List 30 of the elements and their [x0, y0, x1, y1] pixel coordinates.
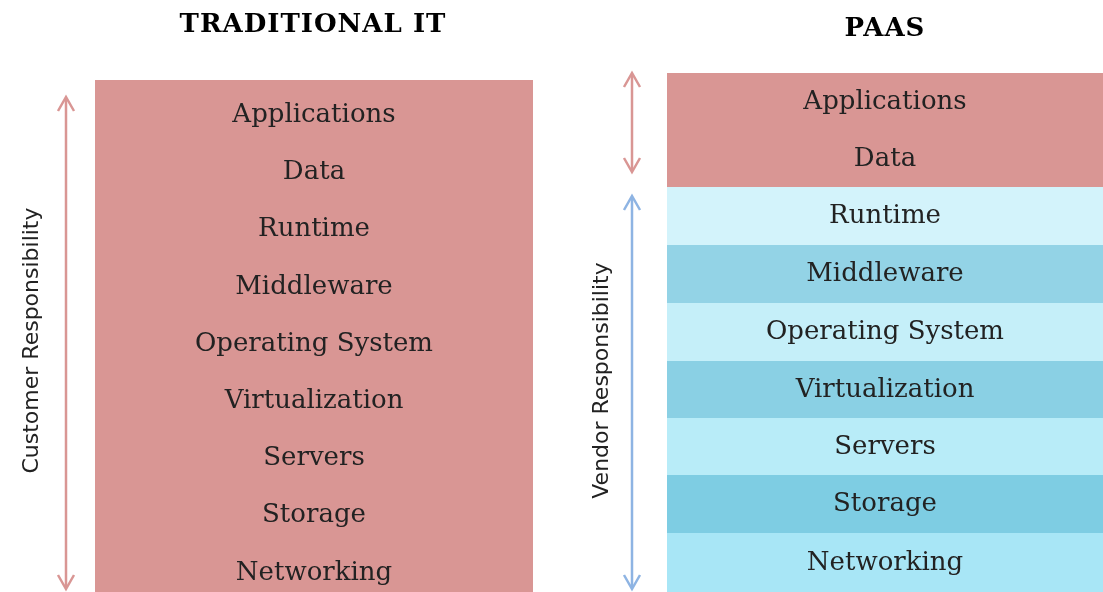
layer-label: Middleware	[805, 257, 965, 287]
layer-label: Networking	[234, 555, 394, 586]
layer-band	[667, 418, 1103, 475]
layer-label: Storage	[261, 498, 367, 529]
layer-label: Middleware	[234, 269, 394, 300]
layer-label: Runtime	[257, 212, 371, 243]
layer-band	[667, 361, 1103, 418]
layer-band	[667, 303, 1103, 361]
layer-band	[667, 73, 1103, 187]
layer-label: Applications	[802, 84, 968, 115]
layer-band	[667, 187, 1103, 245]
layer-label: Runtime	[828, 199, 942, 229]
column-heading: TRADITIONAL IT	[179, 8, 447, 38]
layer-label: Data	[852, 141, 918, 172]
layer-band	[667, 245, 1103, 303]
vertical-label: Customer Responsibility	[17, 207, 43, 473]
column-heading: PAAS	[844, 12, 926, 42]
layer-label: Networking	[805, 545, 965, 576]
layer-label: Operating System	[194, 326, 434, 357]
layer-band	[667, 533, 1103, 592]
vertical-label: Vendor Responsibility	[587, 261, 613, 499]
layer-label: Applications	[231, 98, 397, 128]
layer-label: Storage	[832, 487, 938, 517]
layer-label: Operating System	[765, 315, 1005, 345]
layer-label: Servers	[833, 429, 937, 460]
layer-label: Servers	[262, 441, 366, 472]
layer-label: Virtualization	[223, 384, 405, 414]
layer-label: Data	[281, 155, 347, 186]
layer-label: Virtualization	[794, 372, 976, 403]
layer-band	[667, 475, 1103, 533]
